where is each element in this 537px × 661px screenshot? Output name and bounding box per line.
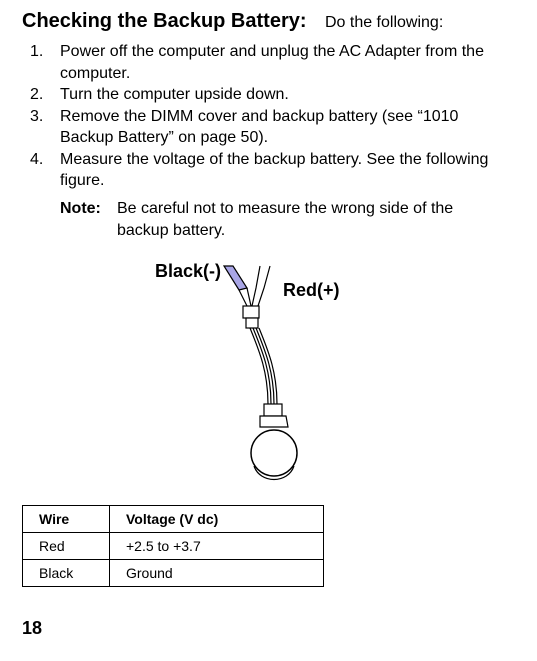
backup-battery xyxy=(250,403,298,480)
step-text: Remove the DIMM cover and backup battery… xyxy=(60,107,459,147)
step-text: Measure the voltage of the backup batter… xyxy=(60,150,489,190)
table-header-row: Wire Voltage (V dc) xyxy=(22,505,324,533)
table-row: Red +2.5 to +3.7 xyxy=(22,532,324,560)
red-probe xyxy=(251,265,271,307)
step-number: 1. xyxy=(30,43,44,60)
table-cell-voltage: +2.5 to +3.7 xyxy=(109,532,324,560)
voltage-table: Wire Voltage (V dc) Red +2.5 to +3.7 Bla… xyxy=(22,505,324,587)
black-probe xyxy=(222,265,252,307)
step-item: 1. Power off the computer and unplug the… xyxy=(24,41,494,84)
step-list: 1. Power off the computer and unplug the… xyxy=(24,41,494,192)
section-heading: Checking the Backup Battery: Do the foll… xyxy=(22,10,443,33)
step-item: 3. Remove the DIMM cover and backup batt… xyxy=(24,106,494,149)
column-header-wire: Wire xyxy=(22,505,110,533)
step-text: Turn the computer upside down. xyxy=(60,86,289,103)
note-label: Note: xyxy=(60,200,101,217)
step-item: 4. Measure the voltage of the backup bat… xyxy=(24,149,494,192)
table-row: Black Ground xyxy=(22,559,324,587)
black-probe-label: Black(-) xyxy=(155,261,222,281)
step-number: 2. xyxy=(30,86,44,103)
section-lead: Do the following: xyxy=(324,14,444,31)
note: Note: Be careful not to measure the wron… xyxy=(60,198,480,241)
step-item: 2. Turn the computer upside down. xyxy=(24,84,494,106)
red-probe-label: Red(+) xyxy=(283,280,340,300)
step-number: 3. xyxy=(30,107,44,125)
section-title: Checking the Backup Battery: xyxy=(22,10,307,32)
step-number: 4. xyxy=(30,150,44,168)
table-cell-wire: Black xyxy=(22,559,110,587)
table-cell-wire: Red xyxy=(22,532,110,560)
connector xyxy=(242,305,260,329)
battery-probe-figure: Black(-) Red(+) xyxy=(140,252,400,492)
battery-illustration xyxy=(222,265,298,480)
step-text: Power off the computer and unplug the AC… xyxy=(60,43,484,82)
table-cell-voltage: Ground xyxy=(109,559,324,587)
column-header-voltage: Voltage (V dc) xyxy=(109,505,324,533)
cable xyxy=(249,327,278,405)
note-text: Be careful not to measure the wrong side… xyxy=(117,200,454,239)
page-number: 18 xyxy=(22,618,43,638)
